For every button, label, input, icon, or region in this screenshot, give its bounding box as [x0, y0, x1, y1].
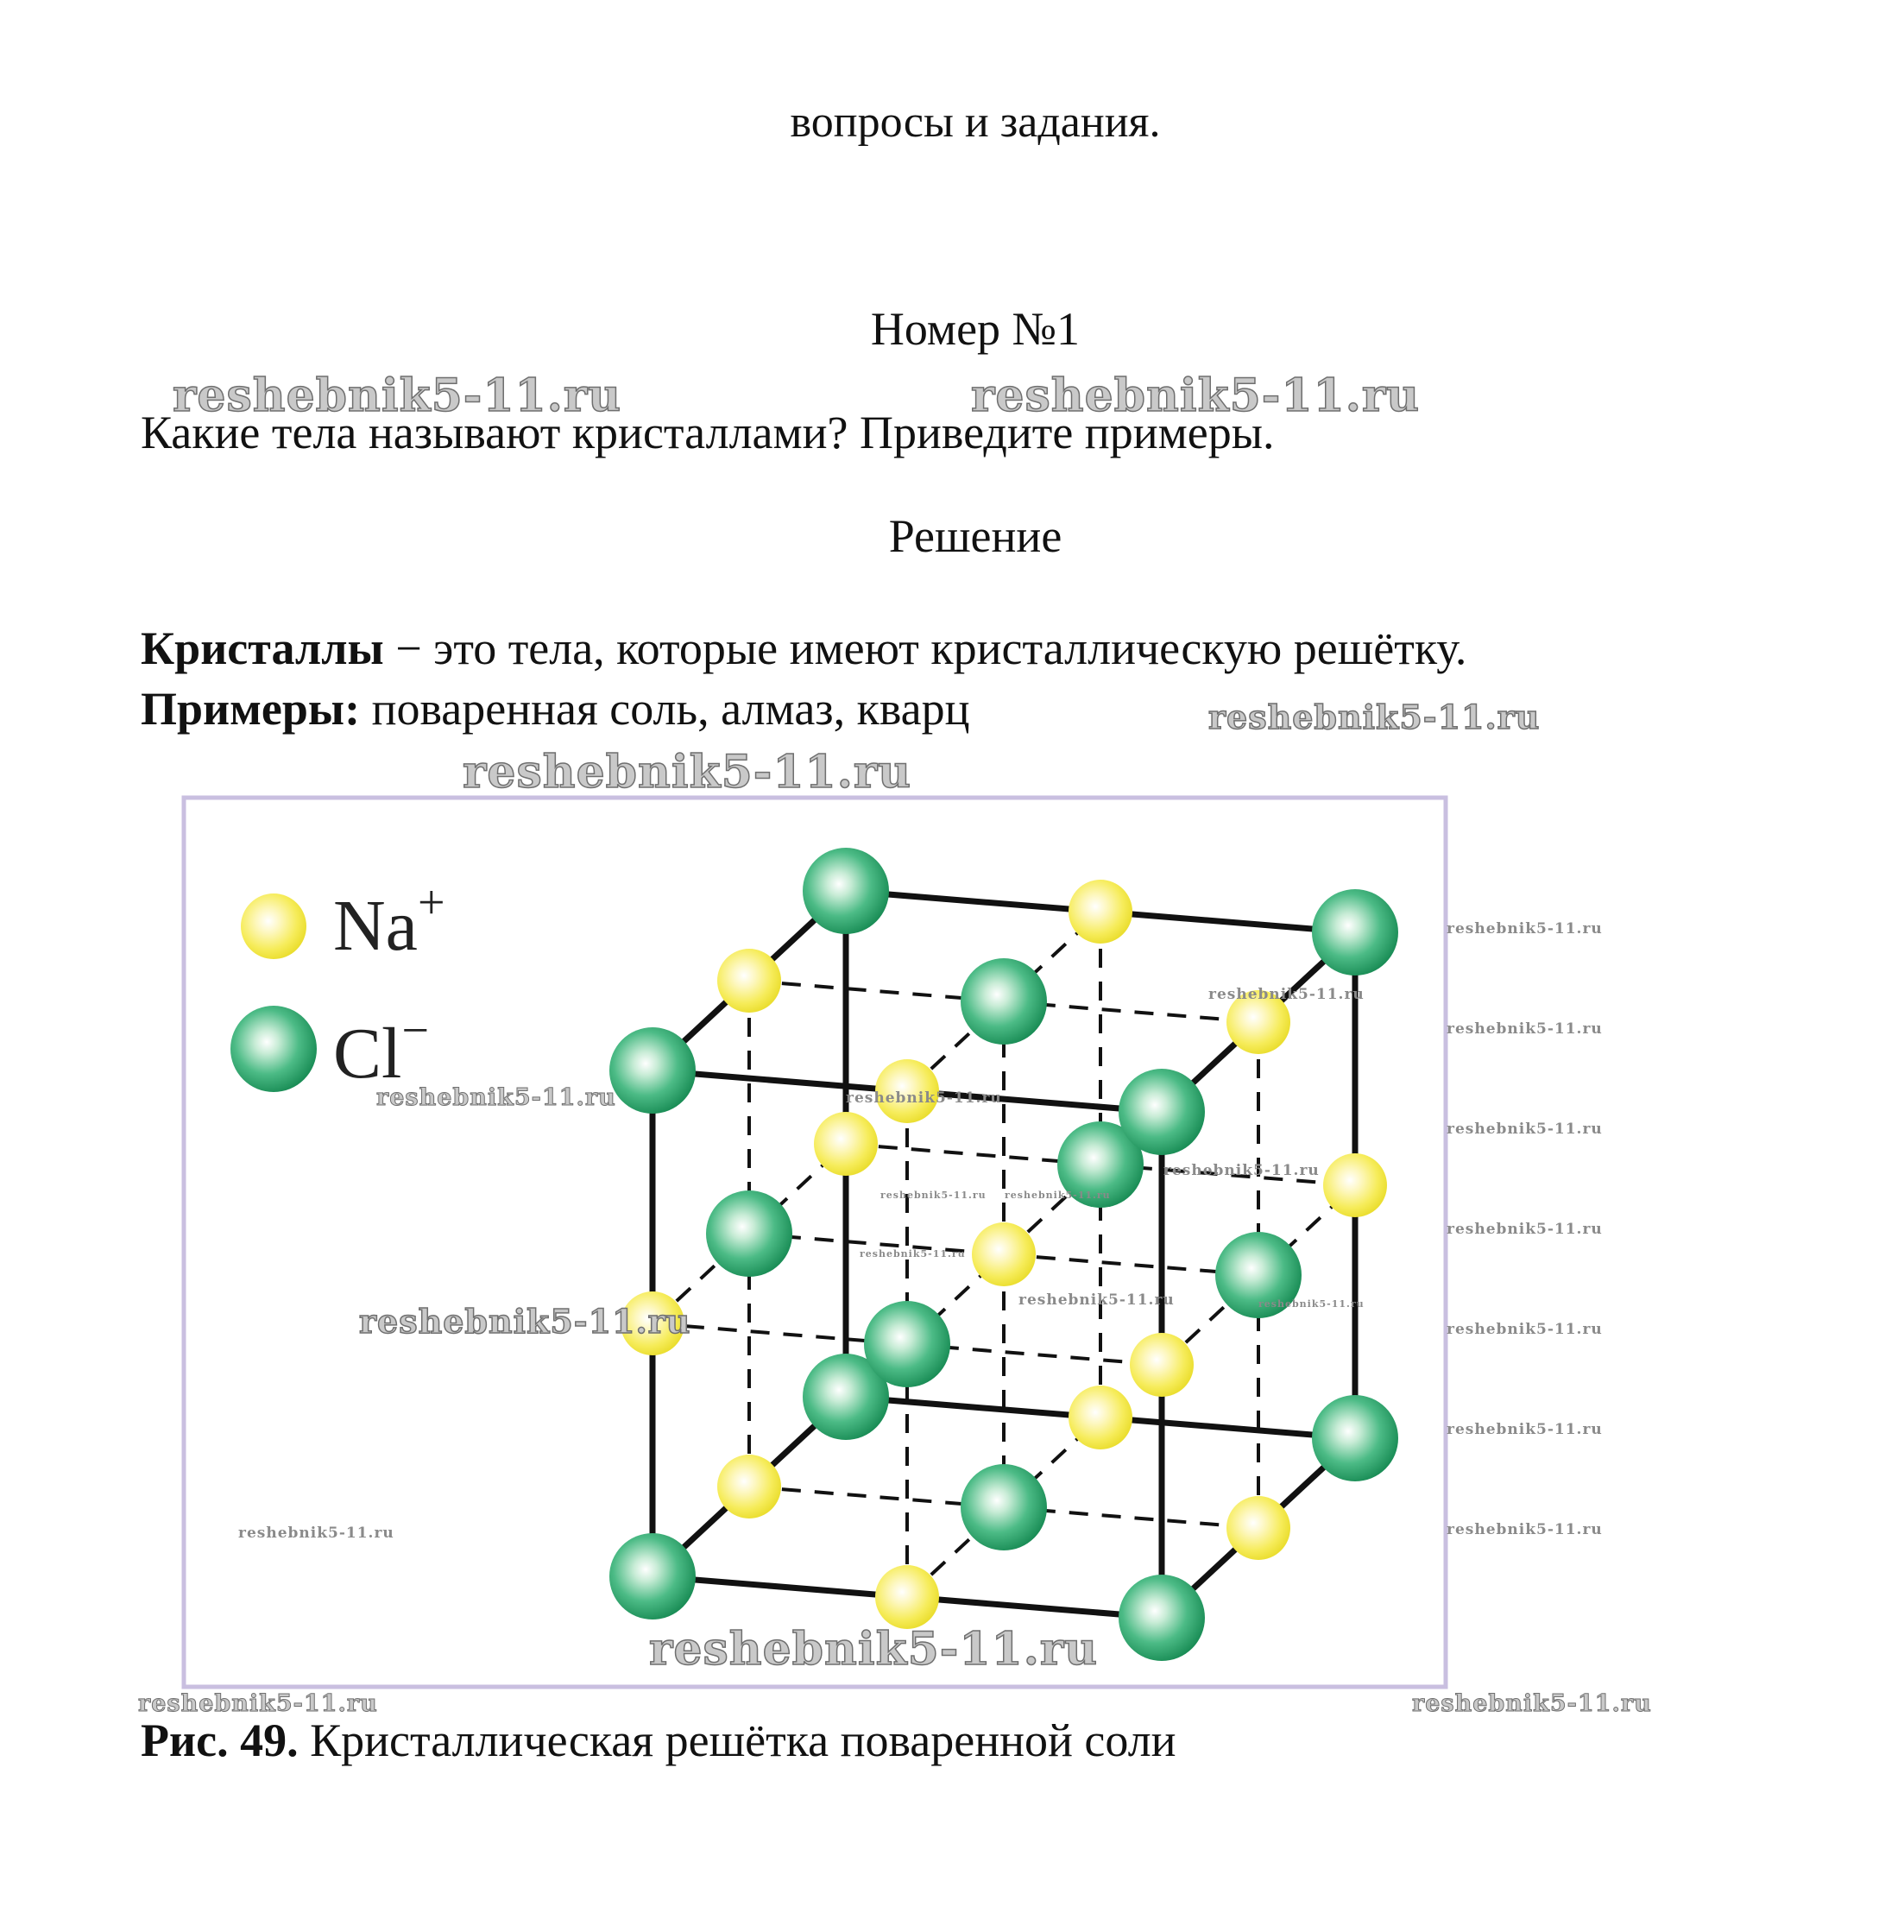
watermark: reshebnik5-11.ru [1447, 1521, 1603, 1538]
na-ion [1130, 1333, 1194, 1397]
legend-cl-label: Cl− [333, 1004, 429, 1094]
definition-text: − это тела, которые имеют кристаллическу… [383, 622, 1467, 674]
watermark: reshebnik5-11.ru [846, 1089, 1002, 1107]
watermark: reshebnik5-11.ru [1208, 986, 1365, 1003]
watermark: reshebnik5-11.ru [1412, 1690, 1652, 1718]
cl-ion [1057, 1121, 1144, 1208]
definition-term: Кристаллы [141, 622, 384, 674]
solution-heading: Решение [888, 510, 1062, 562]
watermark: reshebnik5-11.ru [1447, 1321, 1603, 1338]
examples-paragraph: Примеры: поваренная соль, алмаз, кварц [141, 682, 970, 736]
cl-ion [803, 848, 889, 934]
intro-text: вопросы и задания. [790, 98, 1161, 147]
cl-ion [1215, 1232, 1302, 1318]
na-ion [814, 1112, 878, 1176]
watermark: reshebnik5-11.ru [1447, 1421, 1603, 1438]
watermark: reshebnik5-11.ru [462, 745, 912, 799]
na-ion [621, 1291, 684, 1355]
watermark: reshebnik5-11.ru [172, 369, 622, 423]
cl-ion [961, 958, 1047, 1045]
na-ion [875, 1059, 939, 1123]
watermark: reshebnik5-11.ru [1005, 1190, 1111, 1201]
na-ion [1069, 880, 1132, 944]
caption-text: Кристаллическая решётка поваренной соли [298, 1714, 1176, 1766]
cl-ion [609, 1533, 696, 1619]
legend: Na+ Cl− [230, 876, 445, 1094]
watermark: reshebnik5-11.ru [1447, 1121, 1603, 1138]
na-ion [717, 949, 781, 1013]
figure-caption: Рис. 49. Кристаллическая решётка поварен… [141, 1714, 1176, 1767]
examples-term: Примеры: [141, 683, 361, 735]
na-ion [972, 1222, 1036, 1286]
cl-ion [961, 1464, 1047, 1550]
cl-ion [609, 1027, 696, 1114]
watermark: reshebnik5-11.ru [138, 1690, 378, 1718]
lattice-atoms [609, 848, 1398, 1661]
figure-frame [181, 795, 1448, 1689]
watermark: reshebnik5-11.ru [1258, 1298, 1365, 1310]
legend-na-label: Na+ [333, 876, 445, 966]
watermark: reshebnik5-11.ru [376, 1084, 616, 1112]
na-ion [1226, 990, 1290, 1054]
watermark: reshebnik5-11.ru [1447, 1221, 1603, 1238]
watermark: reshebnik5-11.ru [860, 1248, 966, 1260]
na-ion [1226, 1496, 1290, 1560]
na-ion [1323, 1153, 1387, 1217]
watermark: reshebnik5-11.ru [1447, 1020, 1603, 1038]
watermark: reshebnik5-11.ru [880, 1190, 987, 1201]
na-ion [1069, 1386, 1132, 1449]
cl-ion [864, 1301, 950, 1387]
definition-paragraph: Кристаллы − это тела, которые имеют крис… [141, 622, 1466, 675]
watermark: reshebnik5-11.ru [1207, 697, 1541, 737]
cl-ion [706, 1190, 792, 1277]
na-ion [875, 1565, 939, 1629]
watermark: reshebnik5-11.ru [358, 1301, 691, 1342]
watermark: reshebnik5-11.ru [1447, 920, 1603, 938]
watermark: reshebnik5-11.ru [238, 1525, 394, 1542]
watermark: reshebnik5-11.ru [970, 369, 1421, 423]
cl-ion [1119, 1069, 1205, 1155]
watermark: reshebnik5-11.ru [1163, 1162, 1320, 1179]
cl-ion [1312, 889, 1398, 975]
na-ion [717, 1455, 781, 1518]
cl-ion [1312, 1395, 1398, 1481]
question-text: Какие тела называют кристаллами? Приведи… [141, 407, 1275, 458]
legend-na-swatch [241, 893, 306, 959]
examples-text: поваренная соль, алмаз, кварц [360, 683, 970, 735]
caption-label: Рис. 49. [141, 1714, 299, 1766]
legend-cl-swatch [230, 1006, 317, 1092]
cl-ion [1119, 1575, 1205, 1661]
watermark: reshebnik5-11.ru [648, 1622, 1099, 1676]
task-heading: Номер №1 [870, 303, 1081, 355]
cl-ion [803, 1354, 889, 1440]
watermark: reshebnik5-11.ru [1018, 1291, 1175, 1309]
